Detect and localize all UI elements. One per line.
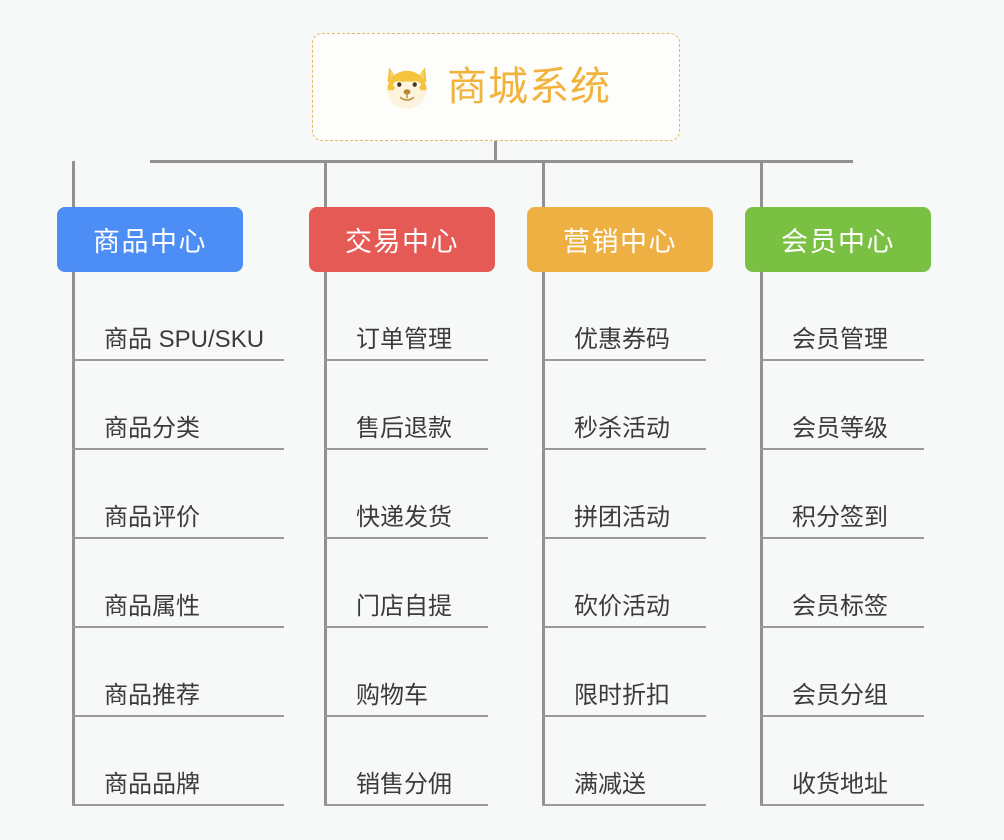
menu-item-label: 购物车	[356, 682, 428, 709]
category-box-member-center[interactable]: 会员中心	[745, 207, 931, 272]
category-box-marketing-center[interactable]: 营销中心	[527, 207, 713, 272]
menu-item-label: 满减送	[574, 771, 646, 798]
menu-item[interactable]: 商品评价	[72, 450, 284, 539]
menu-item[interactable]: 收货地址	[760, 717, 924, 806]
root-title: 商城系统	[447, 65, 611, 109]
menu-item[interactable]: 会员管理	[760, 272, 924, 361]
menu-item-label: 门店自提	[356, 593, 452, 620]
menu-item[interactable]: 砍价活动	[542, 539, 706, 628]
item-column-marketing-center: 优惠券码秒杀活动拼团活动砍价活动限时折扣满减送	[542, 272, 706, 806]
menu-item[interactable]: 商品推荐	[72, 628, 284, 717]
category-label: 会员中心	[781, 227, 895, 257]
menu-item[interactable]: 会员等级	[760, 361, 924, 450]
connector-drop-member-center	[760, 161, 763, 208]
connector-drop-trade-center	[324, 161, 327, 208]
menu-item-label: 优惠券码	[574, 326, 670, 353]
column-spine-marketing-center	[542, 272, 545, 806]
connector-horizontal-bus	[150, 160, 853, 163]
column-spine-product-center	[72, 272, 75, 806]
menu-item-label: 拼团活动	[574, 504, 670, 531]
menu-item[interactable]: 秒杀活动	[542, 361, 706, 450]
menu-item[interactable]: 满减送	[542, 717, 706, 806]
menu-item-label: 会员分组	[792, 682, 888, 709]
menu-item-label: 商品推荐	[104, 682, 200, 709]
connector-drop-product-center	[72, 161, 75, 208]
menu-item[interactable]: 商品 SPU/SKU	[72, 272, 284, 361]
item-column-trade-center: 订单管理售后退款快递发货门店自提购物车销售分佣	[324, 272, 488, 806]
menu-item[interactable]: 门店自提	[324, 539, 488, 628]
column-spine-member-center	[760, 272, 763, 806]
connector-drop-marketing-center	[542, 161, 545, 208]
menu-item[interactable]: 商品品牌	[72, 717, 284, 806]
column-spine-trade-center	[324, 272, 327, 806]
item-column-product-center: 商品 SPU/SKU 商品分类商品评价商品属性商品推荐商品品牌	[72, 272, 284, 806]
menu-item[interactable]: 优惠券码	[542, 272, 706, 361]
menu-item-label: 商品 SPU/SKU	[104, 326, 265, 353]
menu-item-label: 商品品牌	[104, 771, 200, 798]
menu-item-label: 砍价活动	[574, 593, 670, 620]
connector-root-stem	[494, 141, 497, 162]
category-box-trade-center[interactable]: 交易中心	[309, 207, 495, 272]
menu-item-label: 会员管理	[792, 326, 888, 353]
menu-item[interactable]: 售后退款	[324, 361, 488, 450]
menu-item-label: 秒杀活动	[574, 415, 670, 442]
shiba-dog-icon	[387, 67, 427, 109]
menu-item-label: 快递发货	[356, 504, 452, 531]
menu-item-label: 限时折扣	[574, 682, 670, 709]
category-label: 商品中心	[93, 227, 207, 257]
menu-item[interactable]: 快递发货	[324, 450, 488, 539]
category-label: 营销中心	[563, 227, 677, 257]
menu-item[interactable]: 积分签到	[760, 450, 924, 539]
menu-item-label: 会员等级	[792, 415, 888, 442]
menu-item-label: 商品评价	[104, 504, 200, 531]
menu-item-label: 商品属性	[104, 593, 200, 620]
menu-item[interactable]: 限时折扣	[542, 628, 706, 717]
menu-item[interactable]: 销售分佣	[324, 717, 488, 806]
category-label: 交易中心	[345, 227, 459, 257]
menu-item[interactable]: 订单管理	[324, 272, 488, 361]
item-column-member-center: 会员管理会员等级积分签到会员标签会员分组收货地址	[760, 272, 924, 806]
menu-item-label: 售后退款	[356, 415, 452, 442]
menu-item[interactable]: 购物车	[324, 628, 488, 717]
menu-item-label: 收货地址	[792, 771, 888, 798]
menu-item[interactable]: 会员分组	[760, 628, 924, 717]
menu-item-label: 销售分佣	[356, 771, 452, 798]
menu-item-label: 积分签到	[792, 504, 888, 531]
menu-item[interactable]: 拼团活动	[542, 450, 706, 539]
menu-item[interactable]: 会员标签	[760, 539, 924, 628]
menu-item[interactable]: 商品分类	[72, 361, 284, 450]
menu-item[interactable]: 商品属性	[72, 539, 284, 628]
menu-item-label: 订单管理	[356, 326, 452, 353]
root-node[interactable]: 商城系统	[312, 33, 680, 141]
menu-item-label: 商品分类	[104, 415, 200, 442]
menu-item-label: 会员标签	[792, 593, 888, 620]
category-box-product-center[interactable]: 商品中心	[57, 207, 243, 272]
